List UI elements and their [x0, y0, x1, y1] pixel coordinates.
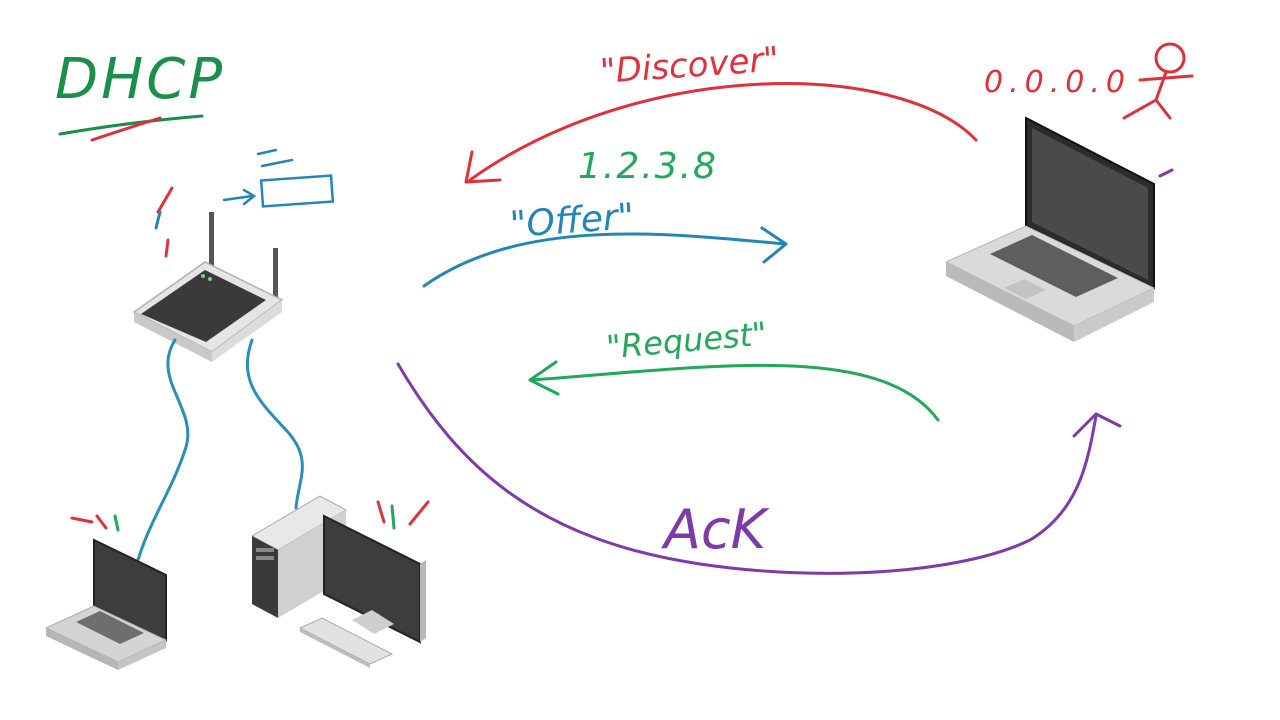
router-icon	[132, 212, 284, 362]
discover-arrow	[468, 82, 978, 182]
router-signal-mark	[164, 238, 170, 258]
user-stick-figure-icon	[1122, 42, 1194, 120]
offer-label: "Offer"	[509, 196, 636, 246]
desktop-signal-mark	[408, 500, 430, 526]
laptop-signal-mark	[113, 514, 120, 532]
ack-label: AcK	[661, 498, 770, 561]
router-signal-mark	[156, 186, 174, 214]
title-underline	[58, 114, 204, 136]
client-ip-before-label: 0.0.0.0	[984, 65, 1131, 100]
desktop-signal-mark	[390, 504, 396, 530]
request-arrow	[530, 363, 940, 422]
cable-router-desktop	[246, 338, 304, 510]
router-signal-mark	[154, 210, 162, 230]
diagram-title: DHCP	[55, 47, 225, 112]
discover-arrowhead	[464, 150, 502, 184]
request-arrowhead	[528, 360, 560, 396]
client-laptop-icon	[944, 116, 1156, 342]
cable-router-laptop	[136, 338, 190, 562]
offered-ip-label: 1.2.3.8	[578, 146, 718, 187]
address-pool-icon	[222, 148, 335, 208]
offer-arrowhead	[760, 226, 788, 264]
laptop-small-icon	[44, 538, 168, 670]
client-signal-mark	[1158, 168, 1174, 178]
desktop-signal-mark	[376, 500, 386, 524]
ack-arrowhead	[1072, 412, 1122, 438]
laptop-signal-mark	[95, 514, 108, 530]
desktop-pc-icon	[250, 495, 426, 668]
request-label: "Request"	[605, 314, 769, 366]
ack-arrow	[396, 362, 1098, 575]
laptop-signal-mark	[70, 516, 94, 524]
offer-arrow	[422, 232, 786, 288]
title-underline-accent	[90, 116, 162, 142]
